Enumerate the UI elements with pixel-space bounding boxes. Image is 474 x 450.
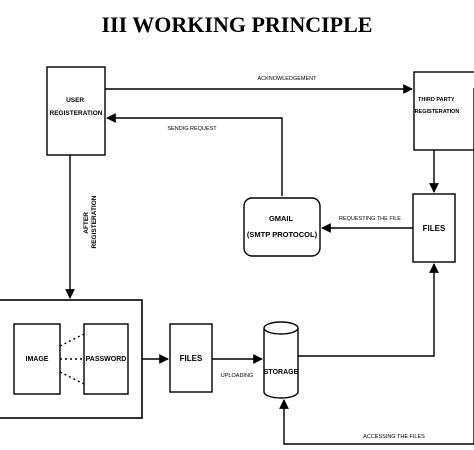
diagram-title: III WORKING PRINCIPLE [101, 12, 373, 37]
storage-to-files-arrow [298, 263, 439, 357]
accessing-files-label: ACCESSING THE FILES [363, 434, 425, 440]
image-box [13, 323, 61, 395]
after-registration-label: AFTER REGISTERATION [83, 195, 98, 248]
sending-request-arrow [106, 113, 283, 196]
sending-request-label: SENDIG REQUEST [167, 126, 217, 132]
third-party-registration-box [413, 71, 474, 151]
storage-cylinder [263, 321, 299, 399]
requesting-file-label: REQUESTING THE FILE [339, 216, 401, 222]
password-label: PASSWORD [86, 356, 127, 363]
files-middle-label: FILES [180, 354, 203, 363]
acknowledgement-label: ACKNOWLEDGEMENT [258, 76, 318, 82]
user-registration-label: USER REGISTERATION [50, 97, 103, 117]
user-registration-box [46, 66, 106, 156]
files-right-label: FILES [423, 224, 446, 233]
files-middle-box [169, 323, 213, 393]
password-box [83, 323, 129, 395]
image-label: IMAGE [26, 356, 49, 363]
gmail-label: GMAIL (SMTP PROTOCOL) [247, 214, 318, 239]
accessing-files-arrow [279, 88, 474, 445]
third-party-registration-label: THIRD PARTY REGISTERATION [415, 97, 460, 115]
gmail-box [243, 197, 321, 257]
storage-label: STORAGE [264, 369, 299, 376]
uploading-label: UPLOADING [221, 373, 253, 379]
